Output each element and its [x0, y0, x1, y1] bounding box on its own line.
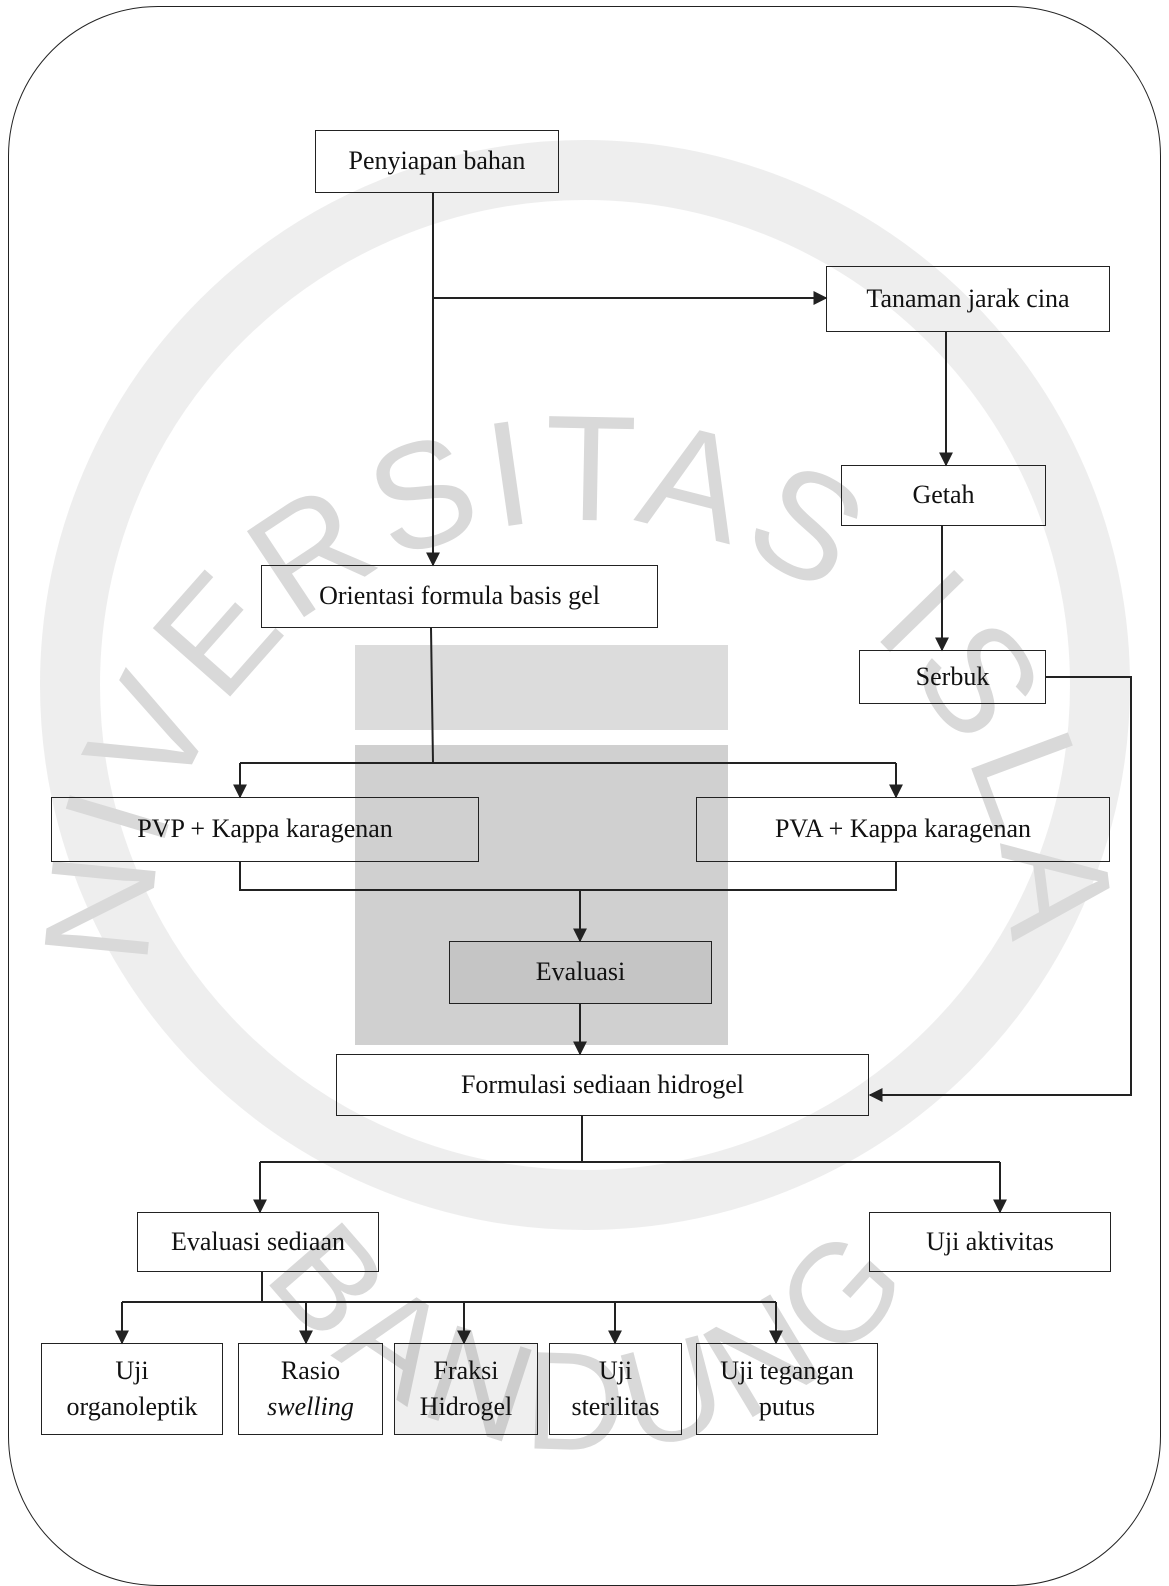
node-rasio-swelling: Rasio swelling [238, 1343, 383, 1435]
node-fraksi-line2: Hidrogel [419, 1392, 513, 1421]
node-uji-organoleptik: Uji organoleptik [41, 1343, 223, 1435]
node-tegangan-line1: Uji tegangan [720, 1355, 854, 1385]
node-serbuk: Serbuk [859, 650, 1046, 704]
node-sterilitas-line1: Uji [598, 1355, 633, 1385]
node-pvp-kappa: PVP + Kappa karagenan [51, 797, 479, 862]
node-tanaman-jarak-cina: Tanaman jarak cina [826, 266, 1110, 332]
watermark-lettering: UNIVERSITAS ISLAM BANDUNG [0, 0, 1140, 1481]
node-evaluasi: Evaluasi [449, 941, 712, 1004]
node-fraksi-line1: Fraksi [433, 1355, 499, 1385]
node-uji-tegangan-putus: Uji tegangan putus [696, 1343, 878, 1435]
node-tanaman-label: Tanaman jarak cina [866, 283, 1070, 313]
node-evaluasi-sediaan-label: Evaluasi sediaan [171, 1226, 345, 1256]
node-formulasi-label: Formulasi sediaan hidrogel [460, 1069, 745, 1099]
node-organoleptik-line2: organoleptik [66, 1392, 198, 1421]
node-fraksi-hidrogel: Fraksi Hidrogel [394, 1343, 538, 1435]
connector-lines [115, 193, 1132, 1345]
node-uji-aktivitas-label: Uji aktivitas [926, 1226, 1054, 1256]
node-pva-kappa: PVA + Kappa karagenan [696, 797, 1110, 862]
node-rasio-line2: swelling [267, 1392, 354, 1421]
node-orientasi-formula: Orientasi formula basis gel [261, 565, 658, 628]
node-uji-aktivitas: Uji aktivitas [869, 1212, 1111, 1272]
node-tegangan-line2: putus [758, 1392, 816, 1421]
node-penyiapan-bahan-label: Penyiapan bahan [348, 146, 526, 176]
node-getah: Getah [841, 465, 1046, 526]
node-getah-label: Getah [912, 480, 975, 510]
node-penyiapan-bahan: Penyiapan bahan [315, 130, 559, 193]
watermark-logo-body [355, 745, 728, 1045]
node-pvp-label: PVP + Kappa karagenan [137, 814, 393, 844]
node-evaluasi-label: Evaluasi [535, 957, 626, 987]
node-orientasi-label: Orientasi formula basis gel [319, 581, 600, 611]
node-evaluasi-sediaan: Evaluasi sediaan [137, 1212, 379, 1272]
node-formulasi-sediaan: Formulasi sediaan hidrogel [336, 1054, 869, 1116]
node-pva-label: PVA + Kappa karagenan [774, 814, 1032, 844]
node-organoleptik-line1: Uji [115, 1355, 149, 1385]
watermark-logo-top [355, 645, 728, 730]
node-sterilitas-line2: sterilitas [571, 1392, 660, 1421]
node-uji-sterilitas: Uji sterilitas [549, 1343, 682, 1435]
node-serbuk-label: Serbuk [915, 661, 990, 691]
node-rasio-line1: Rasio [280, 1355, 341, 1385]
